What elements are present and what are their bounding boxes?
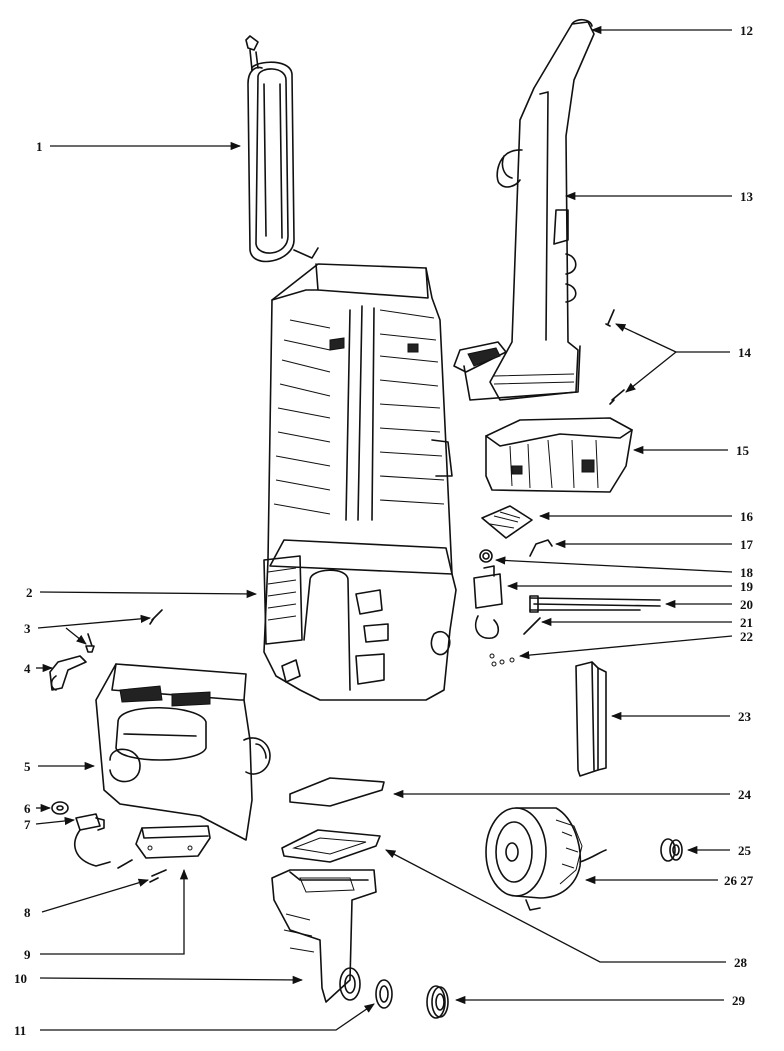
screws-part-8 bbox=[117, 859, 167, 883]
callout-6: 6 bbox=[24, 801, 31, 816]
spring-part-17 bbox=[529, 539, 553, 557]
leader-3b bbox=[65, 627, 87, 645]
callout-19: 19 bbox=[740, 579, 754, 594]
nozzle-part bbox=[271, 869, 377, 1003]
main-housing-part bbox=[263, 263, 457, 701]
tube-part-23 bbox=[575, 661, 607, 777]
callout-5: 5 bbox=[24, 759, 31, 774]
leader-14c bbox=[625, 351, 677, 393]
power-cord-part bbox=[245, 35, 319, 263]
bottom-plate-part bbox=[135, 825, 211, 859]
leader-8 bbox=[41, 878, 149, 913]
callout-24: 24 bbox=[738, 787, 752, 802]
leader-18 bbox=[494, 556, 733, 573]
callout-21: 21 bbox=[740, 615, 753, 630]
callout-11: 11 bbox=[14, 1023, 26, 1038]
latch-part bbox=[49, 655, 87, 691]
leader-2 bbox=[39, 589, 258, 599]
leader-7 bbox=[35, 816, 76, 826]
pins-part-14 bbox=[605, 309, 625, 405]
washer-part-25 bbox=[660, 838, 683, 862]
motor-part bbox=[485, 807, 607, 911]
callout-15: 15 bbox=[736, 443, 750, 458]
leader-14b bbox=[615, 323, 677, 353]
callout-26-27: 26 27 bbox=[724, 873, 754, 888]
hardware-part-22 bbox=[489, 653, 515, 667]
callout-2: 2 bbox=[26, 585, 33, 600]
callout-12: 12 bbox=[740, 23, 753, 38]
leader-22 bbox=[518, 635, 733, 660]
leader-10 bbox=[39, 975, 304, 985]
callout-16: 16 bbox=[740, 509, 754, 524]
callout-20: 20 bbox=[740, 597, 753, 612]
leader-9 bbox=[40, 868, 189, 955]
bearing-part-18 bbox=[479, 549, 493, 563]
leader-28 bbox=[385, 849, 726, 963]
callout-25: 25 bbox=[738, 843, 752, 858]
callout-13: 13 bbox=[740, 189, 754, 204]
callout-8: 8 bbox=[24, 905, 31, 920]
callout-14: 14 bbox=[738, 345, 752, 360]
leader-lines bbox=[35, 25, 733, 1031]
callout-1: 1 bbox=[36, 139, 43, 154]
front-cover-part bbox=[95, 663, 271, 841]
switch-part-7 bbox=[74, 813, 111, 867]
bracket-part-16 bbox=[481, 505, 533, 539]
switch-box-part bbox=[473, 565, 503, 639]
screws-part-3 bbox=[85, 609, 163, 653]
filter-part-24 bbox=[289, 777, 385, 807]
callout-17: 17 bbox=[740, 537, 754, 552]
callout-28: 28 bbox=[734, 955, 748, 970]
leader-11 bbox=[40, 1003, 375, 1031]
handle-part bbox=[453, 18, 595, 401]
callout-29: 29 bbox=[732, 993, 746, 1008]
leader-3a bbox=[37, 614, 152, 629]
ring-part-29 bbox=[426, 985, 449, 1019]
callout-7: 7 bbox=[24, 817, 31, 832]
callout-3: 3 bbox=[24, 621, 31, 636]
callout-4: 4 bbox=[24, 661, 31, 676]
grommet-part-6 bbox=[51, 801, 69, 815]
rods-part-20 bbox=[529, 595, 661, 613]
callout-23: 23 bbox=[738, 709, 752, 724]
callout-22: 22 bbox=[740, 629, 753, 644]
lower-housing-part bbox=[485, 417, 633, 493]
callout-9: 9 bbox=[24, 947, 31, 962]
ring-part-11 bbox=[375, 979, 393, 1009]
pin-part-21 bbox=[523, 617, 541, 635]
callout-18: 18 bbox=[740, 565, 754, 580]
callout-10: 10 bbox=[14, 971, 27, 986]
callout-labels: 1 2 3 4 5 6 7 8 9 10 11 12 13 14 15 16 1… bbox=[14, 23, 754, 1038]
filter-frame-part-28 bbox=[281, 829, 381, 863]
